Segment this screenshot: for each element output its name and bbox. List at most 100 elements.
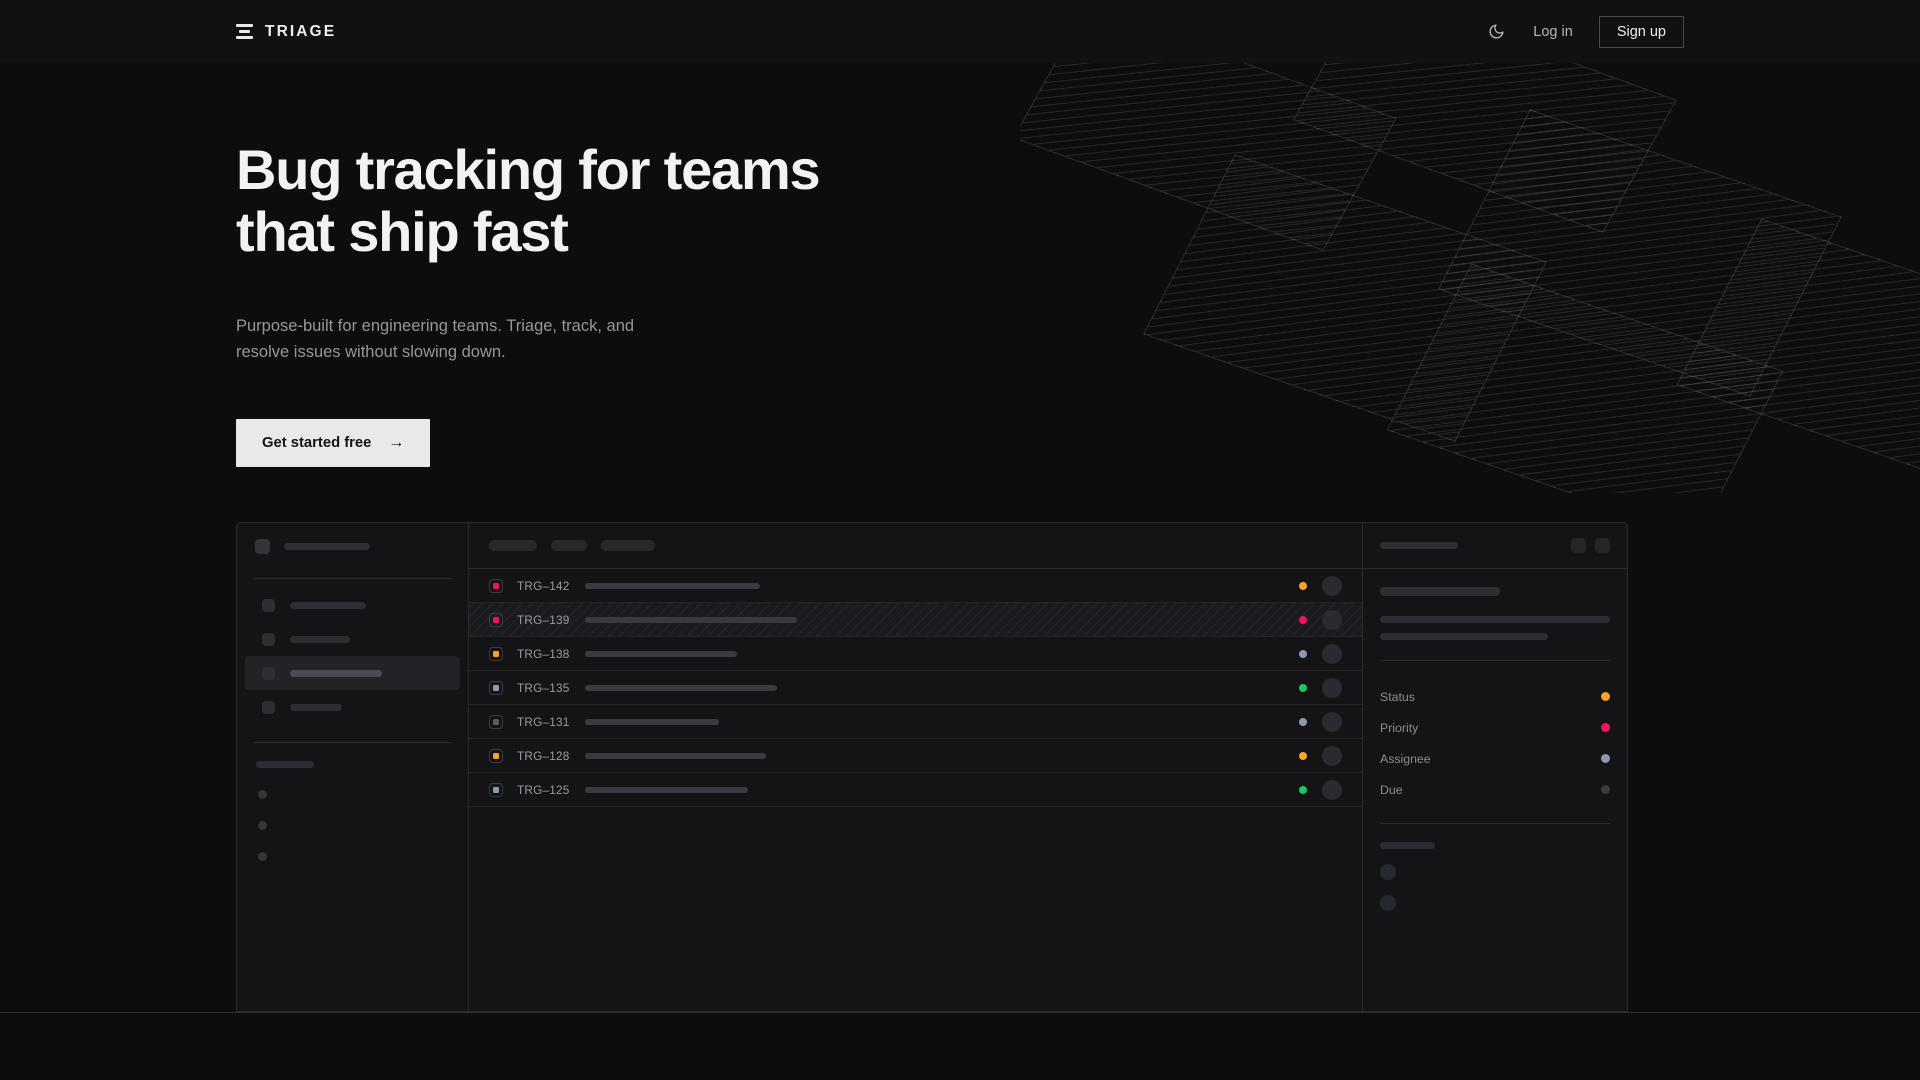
bars-logo-icon	[236, 24, 253, 39]
issue-id: TRG–125	[517, 782, 570, 797]
issue-status-dot	[1299, 785, 1307, 794]
sidebar-project-dot[interactable]	[258, 821, 267, 830]
detail-comment-avatar[interactable]	[1380, 864, 1396, 880]
detail-comment-avatar[interactable]	[1380, 895, 1396, 911]
issue-type-badge	[489, 646, 503, 661]
issue-row-meta	[1299, 711, 1342, 732]
detail-action-icons[interactable]	[1571, 538, 1610, 553]
issue-row[interactable]: TRG–131	[469, 705, 1362, 739]
issue-type-badge	[489, 714, 503, 729]
detail-meta-value-dot	[1601, 754, 1610, 763]
issue-row-meta	[1299, 677, 1342, 698]
signup-button[interactable]: Sign up	[1598, 15, 1684, 48]
issue-row-meta	[1299, 745, 1342, 766]
sidebar-project-dot[interactable]	[258, 852, 267, 861]
moon-icon[interactable]	[1485, 21, 1507, 43]
issue-title-skeleton	[585, 752, 766, 759]
issue-title-skeleton	[585, 718, 719, 725]
assignee-avatar[interactable]	[1322, 643, 1342, 664]
sidebar-item-label-skeleton	[290, 635, 350, 643]
brand-name: TRIAGE	[265, 22, 337, 40]
sidebar-item-3[interactable]	[245, 690, 460, 724]
issue-status-dot	[1299, 683, 1307, 692]
issue-status-dot	[1299, 649, 1307, 658]
issue-row-meta	[1299, 575, 1342, 596]
toolbar-chip[interactable]	[601, 540, 655, 551]
issue-row-meta	[1299, 609, 1342, 630]
issue-row[interactable]: TRG–125	[469, 773, 1362, 807]
issue-list-toolbar	[469, 523, 1362, 569]
issue-id: TRG–138	[517, 646, 570, 661]
detail-meta-label: Due	[1380, 782, 1403, 797]
detail-meta-value-dot	[1601, 785, 1610, 794]
detail-meta-row[interactable]: Status	[1380, 681, 1610, 712]
assignee-avatar[interactable]	[1322, 779, 1342, 800]
sidebar-item-icon	[262, 632, 275, 646]
assignee-avatar[interactable]	[1322, 711, 1342, 732]
mock-sidebar	[237, 523, 469, 1011]
assignee-avatar[interactable]	[1322, 575, 1342, 596]
cta-label: Get started free	[262, 435, 372, 452]
issue-type-badge	[489, 578, 503, 593]
sidebar-project-dot[interactable]	[258, 790, 267, 799]
issue-title-skeleton	[585, 684, 777, 691]
sidebar-divider	[253, 578, 452, 579]
detail-meta-label: Priority	[1380, 720, 1419, 735]
assignee-avatar[interactable]	[1322, 745, 1342, 766]
detail-meta-row[interactable]: Priority	[1380, 712, 1610, 743]
detail-meta-label: Assignee	[1380, 751, 1431, 766]
issue-id: TRG–131	[517, 714, 570, 729]
login-link[interactable]: Log in	[1533, 23, 1573, 40]
issue-title-skeleton	[585, 650, 737, 657]
workspace-switcher[interactable]	[237, 523, 468, 569]
issue-row[interactable]: TRG–138	[469, 637, 1362, 671]
issue-row[interactable]: TRG–139	[469, 603, 1362, 637]
sidebar-item-0[interactable]	[245, 588, 460, 622]
detail-divider-2	[1380, 823, 1610, 824]
issue-id: TRG–128	[517, 748, 570, 763]
issue-id: TRG–135	[517, 680, 570, 695]
toolbar-chip[interactable]	[551, 540, 587, 551]
detail-meta-label: Status	[1380, 689, 1415, 704]
detail-meta-row[interactable]: Assignee	[1380, 743, 1610, 774]
detail-body-skeleton	[1380, 616, 1610, 623]
issue-id: TRG–142	[517, 578, 570, 593]
toolbar-chip[interactable]	[489, 540, 537, 551]
sidebar-item-label-skeleton	[290, 669, 382, 677]
issue-row[interactable]: TRG–135	[469, 671, 1362, 705]
issue-status-dot	[1299, 581, 1307, 590]
brand-logo[interactable]: TRIAGE	[236, 23, 336, 41]
sidebar-item-icon	[262, 666, 275, 680]
detail-meta-row[interactable]: Due	[1380, 774, 1610, 805]
issue-status-dot	[1299, 751, 1307, 760]
issue-title-skeleton	[585, 616, 797, 623]
sidebar-item-label-skeleton	[290, 601, 366, 609]
issue-type-badge	[489, 612, 503, 627]
assignee-avatar[interactable]	[1322, 677, 1342, 698]
issue-title-skeleton	[585, 582, 760, 589]
sidebar-item-2[interactable]	[245, 656, 460, 690]
issue-status-dot	[1299, 615, 1307, 624]
issue-row[interactable]: TRG–128	[469, 739, 1362, 773]
issue-id: TRG–139	[517, 612, 570, 627]
hero-title: Bug tracking for teams that ship fast	[236, 138, 821, 263]
detail-icon-button[interactable]	[1595, 538, 1610, 553]
workspace-icon	[255, 538, 270, 554]
issue-type-badge	[489, 680, 503, 695]
get-started-button[interactable]: Get started free →	[236, 419, 431, 468]
assignee-avatar[interactable]	[1322, 609, 1342, 630]
top-navbar: TRIAGE Log in Sign up	[0, 0, 1920, 63]
issue-row-meta	[1299, 643, 1342, 664]
sidebar-item-1[interactable]	[245, 622, 460, 656]
detail-icon-button[interactable]	[1571, 538, 1586, 553]
issue-type-badge	[489, 748, 503, 763]
issue-row-meta	[1299, 779, 1342, 800]
sidebar-section-label-skeleton	[256, 761, 314, 768]
detail-meta-value-dot	[1601, 692, 1610, 701]
hero-subtitle: Purpose-built for engineering teams. Tri…	[236, 316, 635, 362]
issue-row[interactable]: TRG–142	[469, 569, 1362, 603]
